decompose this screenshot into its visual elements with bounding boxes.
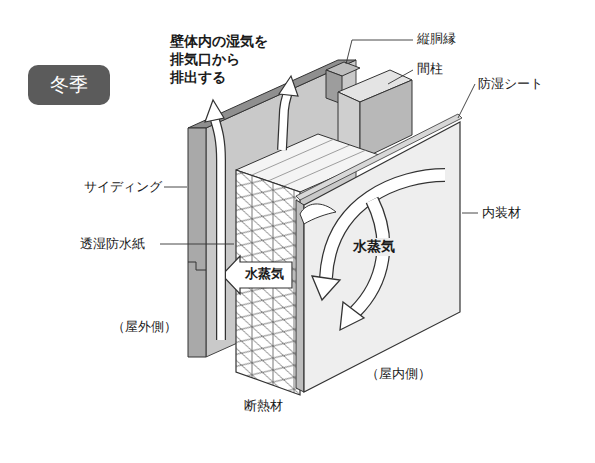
side-label: （屋内側） [366, 366, 431, 382]
vapor-arrow-indoor [312, 175, 445, 330]
stud-side [360, 80, 412, 160]
part-label: 内装材 [482, 205, 521, 221]
vapor-label: 水蒸気 [244, 266, 285, 282]
vapor-arrow-wall [222, 256, 292, 294]
season-badge: 冬季 [28, 65, 110, 105]
sheet-curl [300, 204, 336, 224]
exhaust-arrows [205, 76, 298, 340]
vapor-label: 水蒸気 [352, 238, 396, 256]
part-label: 防湿シート [478, 76, 543, 92]
part-label: 縦胴縁 [417, 31, 456, 47]
part-label: サイディング [84, 179, 162, 195]
siding-lap [188, 262, 206, 270]
part-label: 透湿防水紙 [80, 236, 145, 252]
part-label: 間柱 [417, 61, 443, 77]
part-label: 断熱材 [244, 398, 283, 414]
note-text: 壁体内の湿気を 排気口から 排出する [170, 32, 282, 87]
panel-edge [296, 200, 304, 392]
interior-panel [304, 122, 460, 392]
node-text: 冬季 [50, 72, 88, 98]
insulation-top-lines [252, 139, 366, 186]
siding-post [188, 128, 206, 357]
side-label: （屋外側） [112, 319, 177, 335]
